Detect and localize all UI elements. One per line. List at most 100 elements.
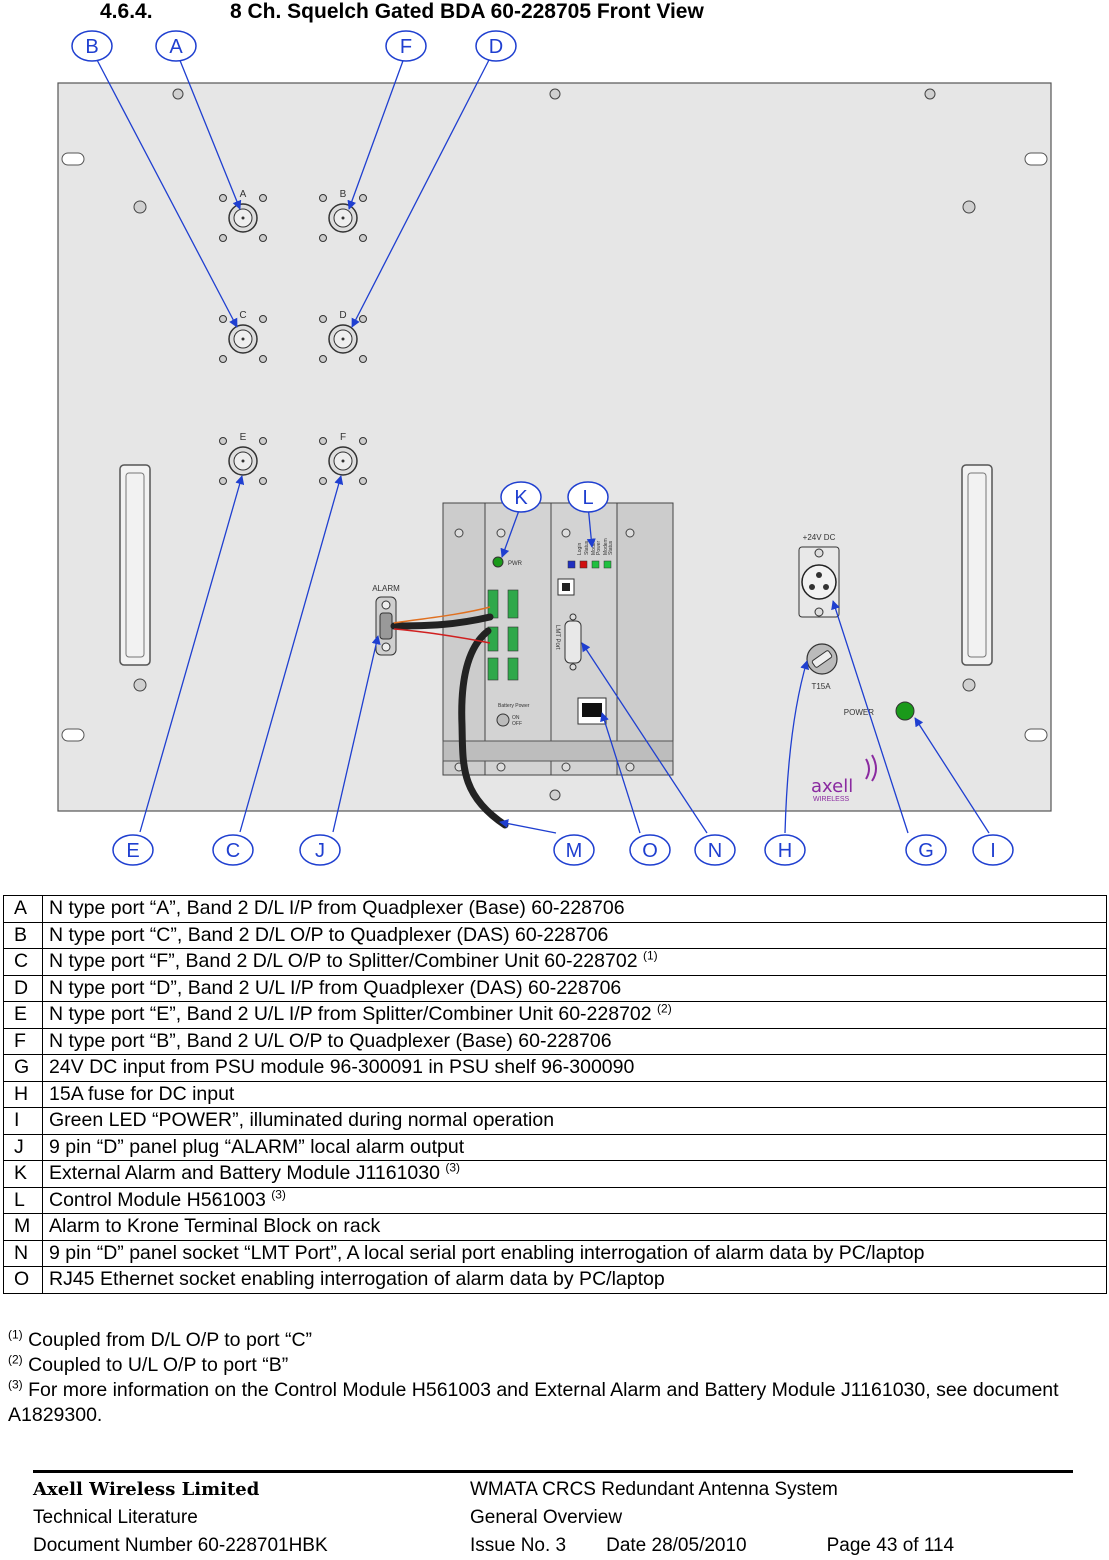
legend-key: J [3, 1133, 43, 1161]
port-label-d: D [339, 310, 346, 321]
legend-description: RJ45 Ethernet socket enabling interrogat… [42, 1266, 1107, 1294]
port-label-f: F [340, 432, 346, 443]
fuse-holder: T15A [806, 643, 838, 691]
alarm-label: ALARM [372, 584, 400, 593]
legend-description: 9 pin “D” panel socket “LMT Port”, A loc… [42, 1239, 1107, 1267]
callout-b: B [71, 30, 113, 62]
power-led: POWER [844, 701, 915, 721]
document-number: Document Number 60-228701HBK [33, 1535, 328, 1556]
legend-description: N type port “E”, Band 2 U/L I/P from Spl… [42, 1001, 1107, 1029]
legend-key: E [3, 1001, 43, 1029]
legend-key: F [3, 1027, 43, 1055]
svg-text:E: E [126, 840, 139, 862]
callout-k: K [500, 481, 542, 513]
port-label-e: E [240, 432, 247, 443]
n-type-connectors: A B C D E F [219, 189, 367, 485]
svg-text:Status: Status [608, 540, 614, 555]
callout-f: F [385, 30, 427, 62]
footnote-1: (1) Coupled from D/L O/P to port “C” [8, 1327, 313, 1352]
legend-description: N type port “C”, Band 2 D/L O/P to Quadp… [42, 921, 1107, 949]
fuse-label: T15A [811, 682, 831, 691]
callout-o: O [629, 834, 671, 866]
svg-text:K: K [514, 487, 528, 509]
legend-description: N type port “D”, Band 2 U/L I/P from Qua… [42, 974, 1107, 1002]
legend-key: B [3, 921, 43, 949]
svg-text:A: A [169, 36, 183, 58]
legend-key: D [3, 974, 43, 1002]
callout-l: L [567, 481, 609, 513]
legend-key: L [3, 1186, 43, 1214]
callout-markers: B A F D K L E C J M O N H G I [71, 30, 1014, 866]
alarm-cable [390, 613, 509, 829]
port-label-c: C [239, 310, 246, 321]
section-title: 8 Ch. Squelch Gated BDA 60-228705 Front … [230, 0, 704, 23]
callout-n: N [694, 834, 736, 866]
svg-text:I: I [990, 840, 996, 862]
literature-label: Technical Literature [33, 1507, 198, 1528]
svg-text:Status: Status [584, 540, 590, 555]
system-name: WMATA CRCS Redundant Antenna System [470, 1479, 838, 1500]
legend-description: 24V DC input from PSU module 96-300091 i… [42, 1054, 1107, 1082]
svg-text:H: H [778, 840, 792, 862]
legend-description: External Alarm and Battery Module J11610… [42, 1160, 1107, 1188]
screws [133, 88, 976, 801]
overview-label: General Overview [470, 1507, 623, 1528]
svg-text:G: G [918, 840, 934, 862]
section-heading: 4.6.4.8 Ch. Squelch Gated BDA 60-228705 … [100, 0, 704, 24]
issue-number: Issue No. 3 [470, 1535, 567, 1556]
alarm-d-plug: ALARM [372, 584, 400, 656]
legend-description: N type port “A”, Band 2 D/L I/P from Qua… [42, 895, 1107, 923]
legend-description: N type port “B”, Band 2 U/L O/P to Quadp… [42, 1027, 1107, 1055]
legend-key: G [3, 1054, 43, 1082]
legend-key: K [3, 1160, 43, 1188]
callout-i: I [972, 834, 1014, 866]
company-name: Axell Wireless Limited [33, 1479, 260, 1500]
callout-m: M [553, 834, 595, 866]
legend-key: M [3, 1213, 43, 1241]
legend-description: Green LED “POWER”, illuminated during no… [42, 1107, 1107, 1135]
legend-key: C [3, 948, 43, 976]
right-handle [961, 464, 993, 666]
footnote-2: (2) Coupled to U/L O/P to port “B” [8, 1352, 289, 1377]
legend-description: 15A fuse for DC input [42, 1080, 1107, 1108]
port-label-a: A [240, 189, 247, 200]
svg-text:F: F [400, 36, 412, 58]
legend-key: O [3, 1266, 43, 1294]
callout-h: H [764, 834, 806, 866]
callout-e: E [112, 834, 154, 866]
legend-key: N [3, 1239, 43, 1267]
front-view-diagram: A B C D E F ALARM PWR B [57, 30, 1052, 866]
legend-key: A [3, 895, 43, 923]
power-label: POWER [844, 708, 874, 717]
legend-description: 9 pin “D” panel plug “ALARM” local alarm… [42, 1133, 1107, 1161]
battery-label: Battery Power [498, 703, 530, 709]
svg-text:WIRELESS: WIRELESS [813, 796, 850, 803]
legend-key: I [3, 1107, 43, 1135]
svg-text:C: C [226, 840, 240, 862]
page-footer: Axell Wireless Limited Technical Literat… [33, 1470, 1073, 1556]
callout-a: A [155, 30, 197, 62]
svg-text:M: M [566, 840, 583, 862]
axell-logo: axell WIRELESS [811, 754, 877, 803]
lmt-label: LMT Port [554, 625, 560, 650]
svg-text:L: L [582, 487, 593, 509]
svg-text:axell: axell [811, 776, 853, 797]
svg-text:N: N [708, 840, 722, 862]
left-handle [119, 464, 151, 666]
legend-description: Alarm to Krone Terminal Block on rack [42, 1213, 1107, 1241]
footnotes: (1) Coupled from D/L O/P to port “C” (2)… [8, 1328, 1108, 1428]
